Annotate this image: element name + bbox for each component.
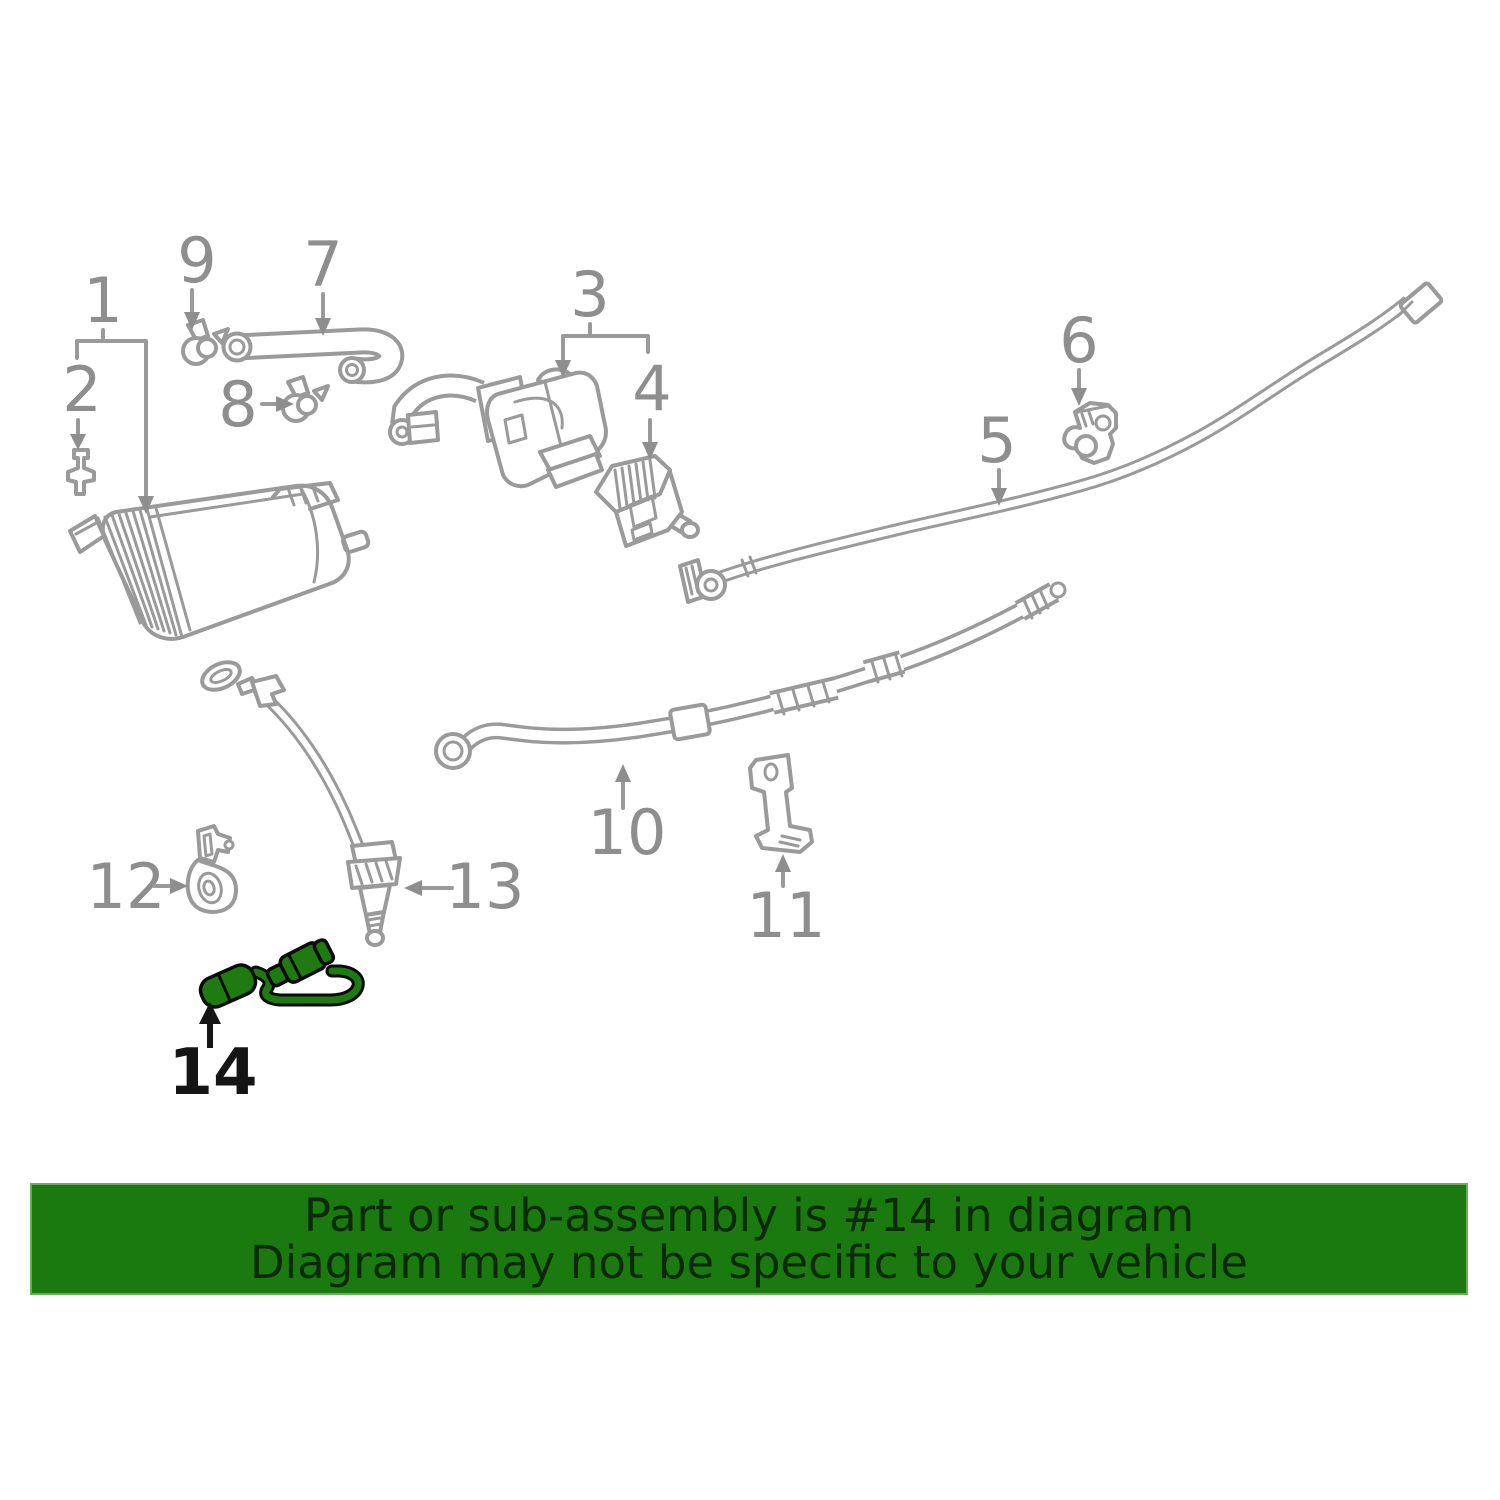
callout-arrowhead-5 — [991, 488, 1007, 506]
callout-arrowhead-10 — [615, 764, 631, 782]
callout-arrowhead-12 — [170, 878, 188, 894]
callout-label-10: 10 — [588, 796, 667, 869]
banner-line-2: Diagram may not be specific to your vehi… — [250, 1236, 1248, 1289]
part-14-oxygen-sensor-highlighted — [198, 938, 365, 1009]
part-7-hose — [221, 327, 405, 385]
callout-2: 2 — [62, 353, 102, 450]
callout-1: 1 — [75, 264, 154, 514]
part-12-bracket — [185, 824, 238, 914]
callout-5: 5 — [977, 404, 1017, 506]
callout-arrowhead-14 — [199, 1002, 221, 1024]
callout-arrowhead-3 — [555, 360, 571, 378]
callout-label-3: 3 — [570, 258, 609, 331]
callout-arrowhead-2 — [70, 434, 86, 450]
callout-arrowhead-1 — [138, 496, 154, 514]
callout-4: 4 — [632, 352, 672, 460]
callout-arrowhead-6 — [1071, 388, 1087, 406]
part-1-canister — [68, 481, 371, 641]
part-8-clamp — [281, 375, 330, 423]
callout-14: 14 — [168, 1002, 258, 1110]
callout-label-14: 14 — [168, 1036, 257, 1110]
callout-label-7: 7 — [303, 228, 342, 301]
highlight-info-banner: Part or sub-assembly is #14 in diagram D… — [30, 1183, 1468, 1295]
part-14-sensor-body — [265, 938, 336, 988]
callout-9: 9 — [177, 224, 217, 330]
callout-label-13: 13 — [446, 850, 525, 923]
callout-label-8: 8 — [218, 368, 257, 441]
callout-arrowhead-7 — [315, 318, 331, 336]
callout-8: 8 — [218, 368, 294, 441]
callout-leader-3 — [561, 322, 650, 364]
part-2-fastener — [66, 448, 96, 496]
banner-line-1: Part or sub-assembly is #14 in diagram — [303, 1189, 1195, 1242]
part-13-oxygen-sensor — [200, 660, 402, 947]
part-10-vent-tube — [434, 581, 1067, 770]
callout-11: 11 — [747, 854, 826, 952]
callout-label-2: 2 — [62, 353, 101, 426]
part-4-filter — [594, 454, 700, 548]
callout-3: 3 — [555, 258, 650, 378]
part-11-bracket — [748, 753, 814, 854]
part-5-tube — [678, 281, 1444, 604]
callout-arrowhead-4 — [642, 442, 658, 460]
callout-6: 6 — [1059, 304, 1099, 406]
callout-12: 12 — [87, 850, 188, 923]
callout-label-4: 4 — [632, 352, 671, 425]
callout-arrowhead-11 — [775, 854, 791, 872]
callout-leader-1 — [75, 328, 148, 500]
callout-label-11: 11 — [747, 879, 826, 952]
callout-arrowhead-8 — [276, 396, 294, 412]
part-9-clamp — [181, 318, 230, 366]
part-6-clamp — [1062, 401, 1118, 465]
callout-label-9: 9 — [177, 224, 216, 297]
callout-13: 13 — [404, 850, 524, 923]
part-3-valve-assembly — [388, 367, 608, 489]
callout-label-6: 6 — [1059, 304, 1098, 377]
callout-label-1: 1 — [83, 264, 122, 337]
callout-7: 7 — [303, 228, 343, 336]
callout-label-5: 5 — [977, 404, 1016, 477]
callout-arrowhead-13 — [404, 880, 422, 896]
callout-arrowhead-9 — [184, 312, 200, 330]
callout-10: 10 — [588, 764, 667, 869]
part-14-connector — [198, 963, 258, 1009]
